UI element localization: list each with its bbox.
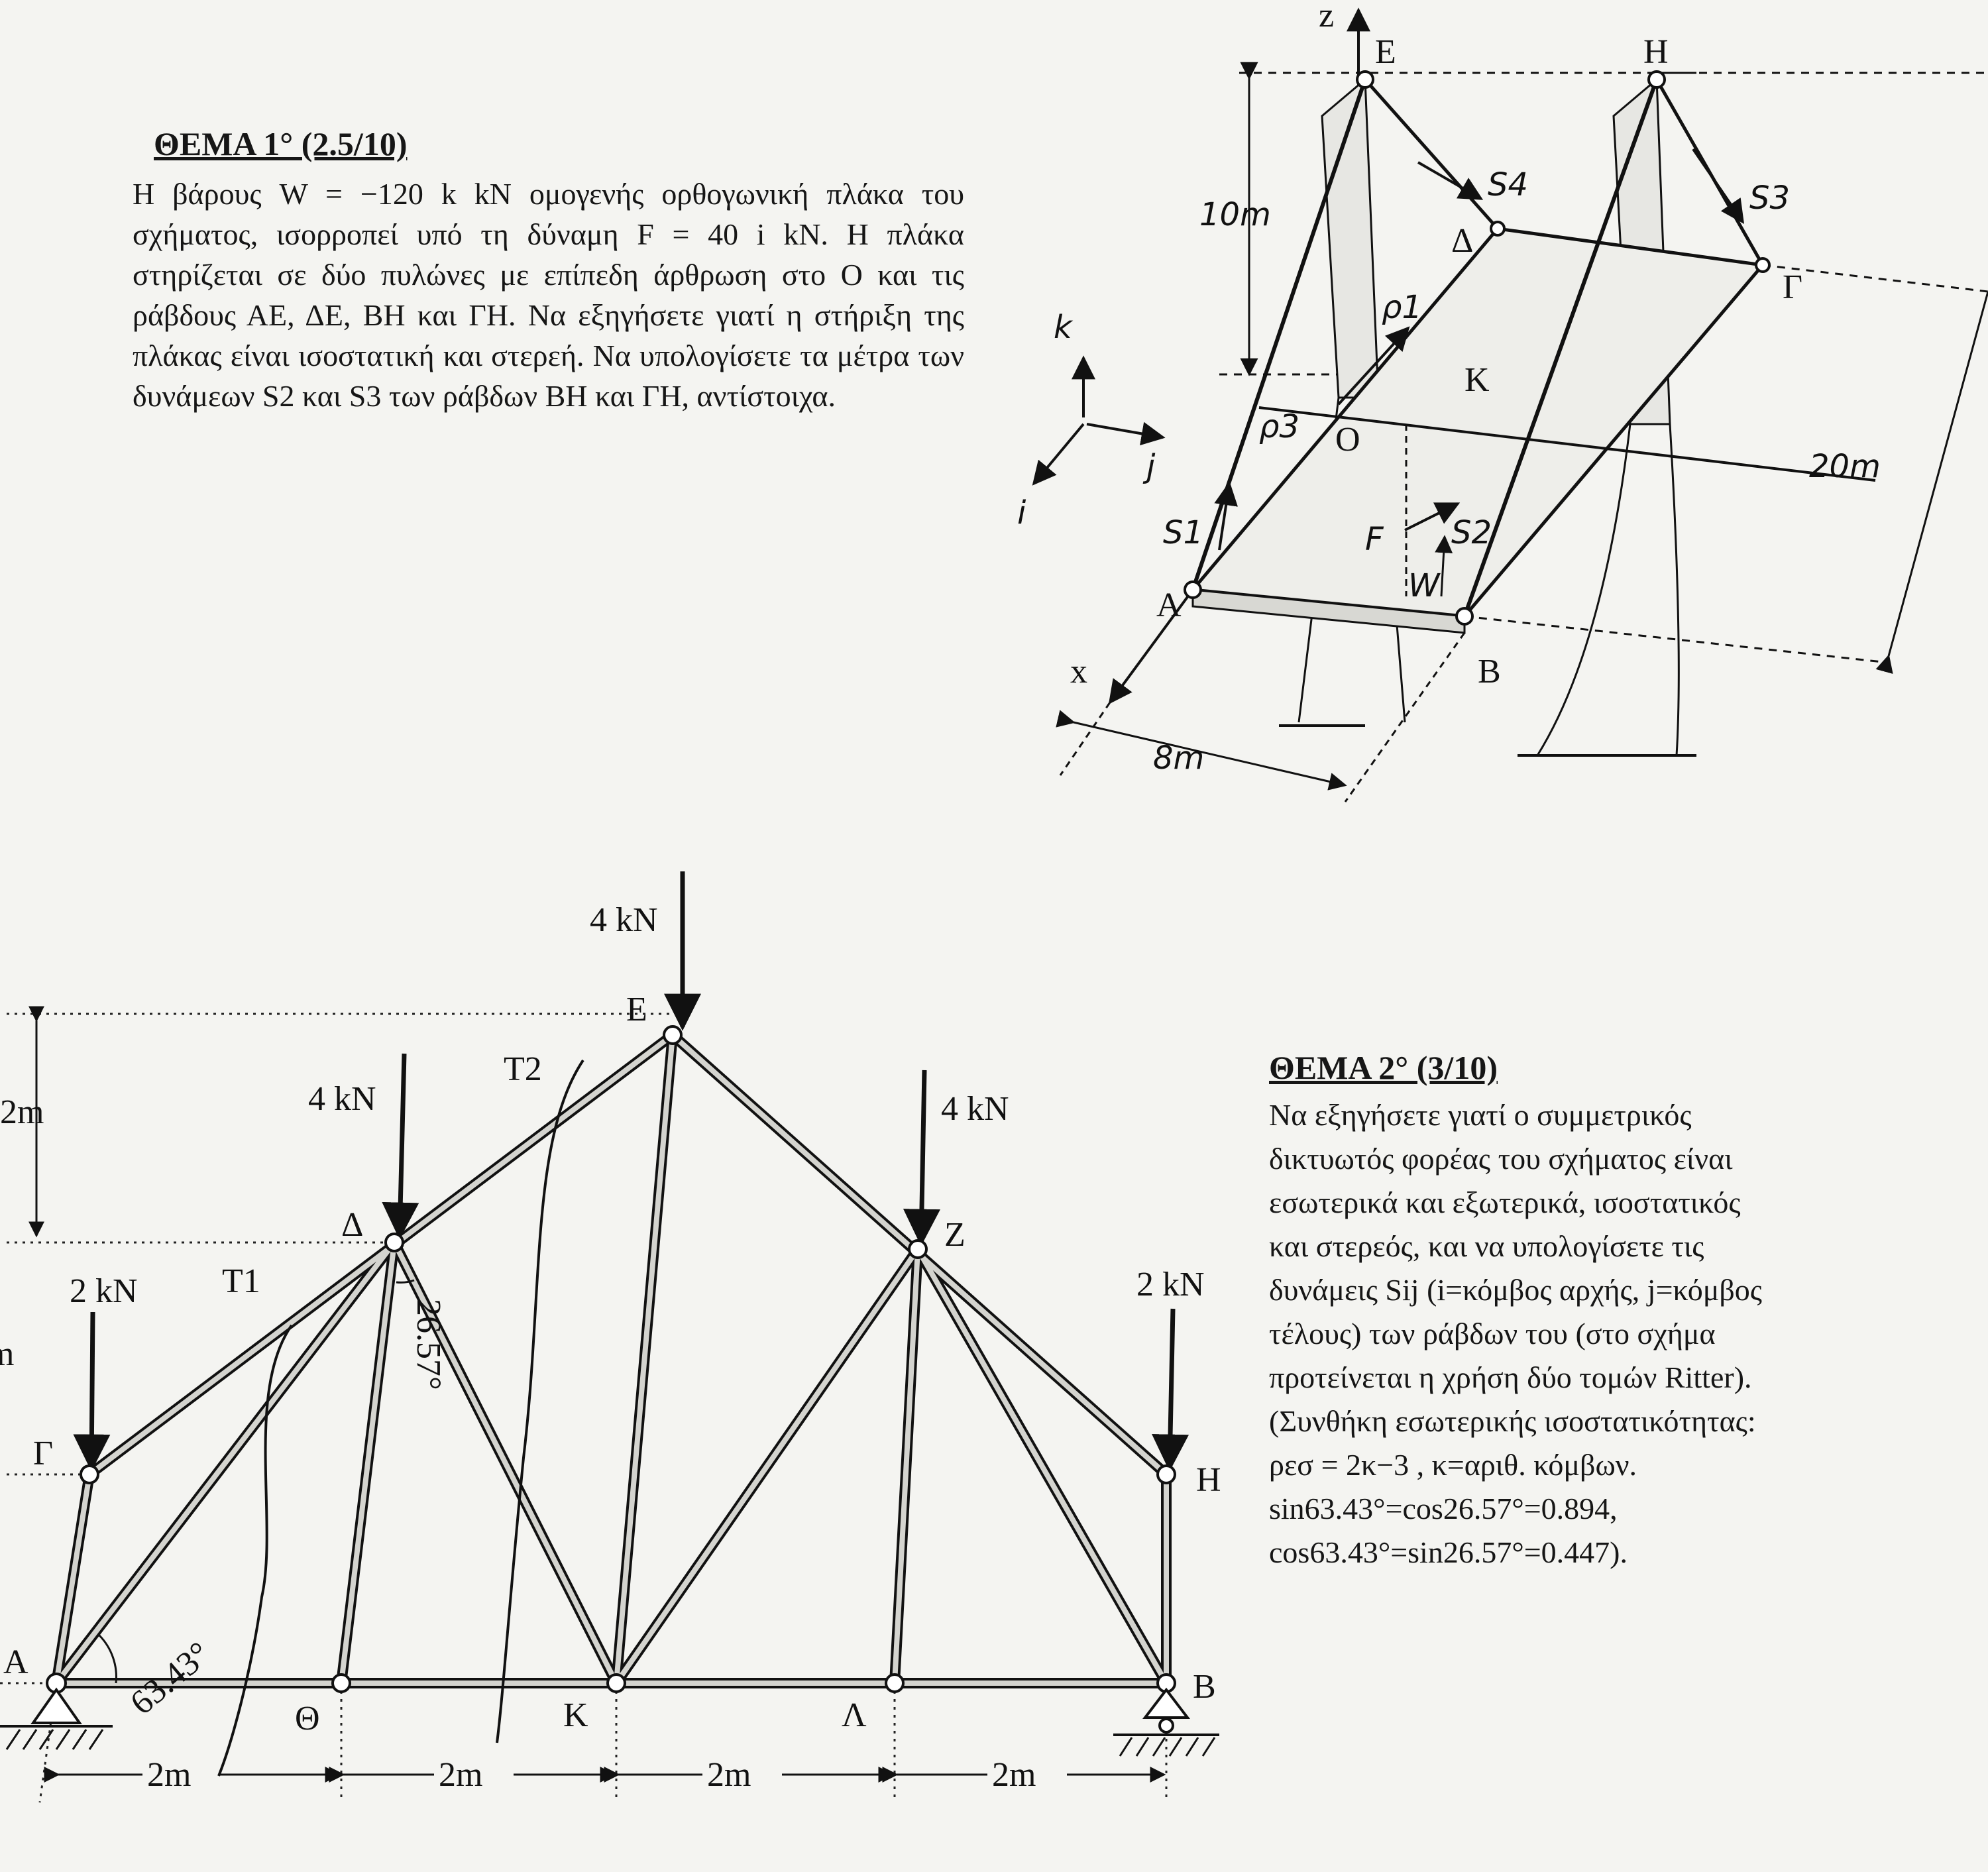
problem2-line: τέλους) των ράβδων του (στο σχήμα <box>1269 1317 1716 1350</box>
fig1-label-F: F <box>1365 521 1384 558</box>
problem2-text: Να εξηγήσετε γιατί ο συμμετρικός δικτυωτ… <box>1269 1093 1985 1574</box>
problem2-line: εσωτερικά και εξωτερικά, ισοστατικός <box>1269 1185 1741 1219</box>
fig1-label-width: 8m <box>1153 740 1204 777</box>
truss-figure: E Δ Z Γ H A B Θ K Λ 4 kN 4 kN 4 kN 2 kN … <box>0 871 1221 1803</box>
fig1-label-rho3: ρ3 <box>1259 408 1299 445</box>
problem2-line: και στερεός, και να υπολογίσετε τις <box>1269 1229 1704 1263</box>
bar-DE <box>1364 78 1499 230</box>
truss-dim-h1: 2m <box>0 1093 44 1131</box>
problem2-line: προτείνεται η χρήση δύο τομών Ritter). <box>1269 1360 1752 1394</box>
problem2-line: sin63.43°=cos26.57°=0.894, <box>1269 1492 1618 1525</box>
truss-dim-h2: 1m <box>0 1335 14 1373</box>
fig1-label-s3: S3 <box>1749 180 1790 217</box>
section-T2 <box>496 1059 584 1743</box>
fig1-label-k: k <box>1054 309 1074 346</box>
truss-angle-a2: 26.57° <box>410 1299 447 1390</box>
truss-load-H: 2 kN <box>1136 1266 1205 1303</box>
problem2-line: Να εξηγήσετε γιατί ο συμμετρικός <box>1269 1098 1692 1132</box>
truss-label-B: B <box>1193 1668 1216 1706</box>
problem2-heading: ΘΕΜΑ 2° (3/10) <box>1269 1049 1498 1086</box>
support-pin-A <box>30 1687 82 1724</box>
plate-figure: z E H Δ Γ K O A B x k j i S4 S3 ρ1 ρ3 S1… <box>1017 0 1988 802</box>
fig1-label-W: W <box>1408 567 1441 604</box>
truss-load-Z: 4 kN <box>941 1090 1009 1128</box>
fig1-label-j: j <box>1142 448 1156 485</box>
truss-label-gamma: Γ <box>33 1435 53 1472</box>
fig1-label-H: H <box>1643 33 1669 71</box>
fig1-label-length: 20m <box>1809 448 1881 485</box>
truss-section-T1: T1 <box>222 1262 260 1300</box>
fig1-label-K: K <box>1464 361 1490 399</box>
bar-BH <box>1463 78 1659 618</box>
fig1-label-s2: S2 <box>1451 514 1492 551</box>
fig1-label-delta: Δ <box>1451 222 1473 260</box>
truss-load-E: 4 kN <box>590 901 658 939</box>
truss-label-E: E <box>626 991 647 1028</box>
problem2-line: ρεσ = 2κ−3 , κ=αριθ. κόμβων. <box>1269 1448 1637 1482</box>
truss-label-A: A <box>3 1643 28 1681</box>
truss-load-delta: 4 kN <box>308 1080 376 1118</box>
fig1-label-O: O <box>1335 421 1360 459</box>
problem1-heading: ΘΕΜΑ 1° (2.5/10) <box>154 125 408 162</box>
fig1-label-gamma: Γ <box>1783 268 1802 306</box>
angle-arc-a1 <box>98 1634 117 1684</box>
truss-label-lambda: Λ <box>842 1696 867 1734</box>
fig1-label-rho1: ρ1 <box>1382 289 1422 326</box>
truss-load-gamma: 2 kN <box>70 1272 138 1310</box>
problem2-line: (Συνθήκη εσωτερικής ισοστατικότητας: <box>1269 1404 1756 1438</box>
truss-label-K: K <box>563 1696 588 1734</box>
fig1-label-i: i <box>1017 494 1026 531</box>
truss-dim-3: 2m <box>707 1756 751 1794</box>
fig1-label-s4: S4 <box>1488 166 1528 203</box>
truss-dim-2: 2m <box>439 1756 482 1794</box>
truss-label-theta: Θ <box>295 1700 320 1737</box>
section-T1 <box>217 1324 293 1777</box>
fig1-label-height: 10m <box>1199 196 1271 233</box>
support-roller-B <box>1142 1687 1191 1719</box>
problem2-line: cos63.43°=sin26.57°=0.447). <box>1269 1535 1628 1569</box>
fig1-label-E: E <box>1375 33 1396 71</box>
fig1-label-s1: S1 <box>1163 514 1203 551</box>
fig1-label-A: A <box>1156 586 1182 624</box>
truss-section-T2: T2 <box>504 1050 542 1088</box>
problem2-line: δυνάμεις Sij (i=κόμβος αρχής, j=κόμβος <box>1269 1273 1762 1307</box>
angle-arc-a2 <box>396 1279 415 1284</box>
fig1-label-z: z <box>1319 0 1334 34</box>
problem1-text: Η βάρους W = −120 k kN ομογενής ορθογωνι… <box>133 177 964 413</box>
fig1-label-B: B <box>1478 653 1501 690</box>
problem2-line: δικτυωτός φορέας του σχήματος είναι <box>1269 1142 1733 1176</box>
truss-dim-4: 2m <box>992 1756 1036 1794</box>
truss-label-H: H <box>1196 1461 1221 1499</box>
truss-dim-1: 2m <box>147 1756 191 1794</box>
truss-label-delta: Δ <box>341 1206 363 1244</box>
x-axis <box>1108 588 1194 704</box>
fig1-label-x: x <box>1070 653 1087 690</box>
truss-label-Z: Z <box>944 1216 966 1254</box>
